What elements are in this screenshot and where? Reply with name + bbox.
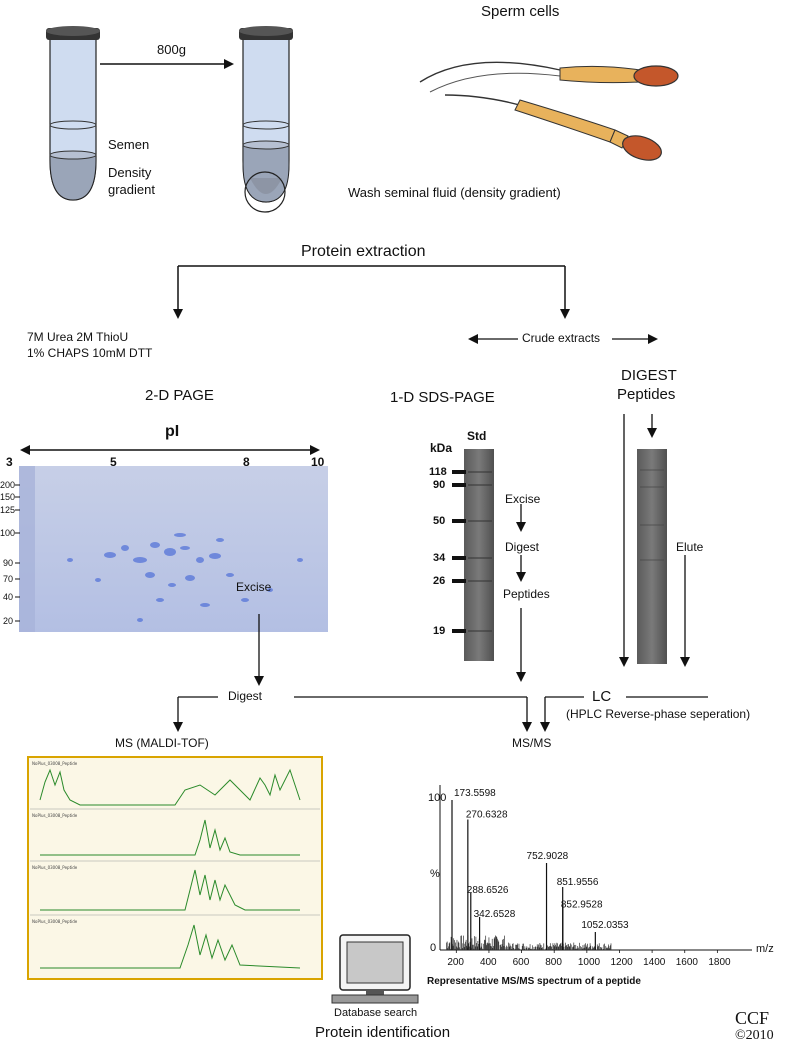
sds-page-title: 1-D SDS-PAGE <box>390 389 495 406</box>
spectrum-x-tick-label: 200 <box>447 957 464 968</box>
spectrum-peak-label: 852.9528 <box>561 900 603 911</box>
tube-before-centrifuge <box>46 26 100 201</box>
svg-text:NoPlus_03008_Peptide: NoPlus_03008_Peptide <box>32 761 78 766</box>
mw-tick-100: 100 <box>0 528 16 538</box>
digest-peptides-title: Peptides <box>617 386 676 403</box>
spectrum-x-tick-label: 1600 <box>676 957 699 968</box>
crude-extracts-label: Crude extracts <box>522 331 601 345</box>
marker-118: 118 <box>429 466 447 478</box>
pi-tick-5: 5 <box>110 455 117 469</box>
maldi-tof-spectra: NoPlus_03008_PeptideNoPlus_03008_Peptide… <box>27 756 323 980</box>
sds-page-gel <box>452 449 526 682</box>
sds-peptides-step: Peptides <box>503 587 550 601</box>
sperm-cells-title: Sperm cells <box>481 3 560 20</box>
mw-tick-150: 150 <box>0 492 16 502</box>
mw-tick-90: 90 <box>3 558 14 568</box>
sds-digest-step: Digest <box>505 540 540 554</box>
semen-label: Semen <box>108 137 150 152</box>
spectrum-x-tick-label: 800 <box>545 957 562 968</box>
protein-extraction-title: Protein extraction <box>301 243 426 260</box>
density-label-1: Density <box>108 165 152 180</box>
spectrum-peak-label: 288.6526 <box>467 885 509 896</box>
maldi-branch-lines <box>173 614 708 732</box>
lc-label: LC <box>592 688 612 705</box>
centrifuge-label: 800g <box>157 42 186 57</box>
pi-tick-8: 8 <box>243 455 250 469</box>
marker-90: 90 <box>433 479 446 491</box>
digest-column <box>619 414 690 667</box>
std-label: Std <box>467 429 487 443</box>
wash-label: Wash seminal fluid (density gradient) <box>348 185 561 200</box>
spectrum-x-tick-label: 600 <box>513 957 530 968</box>
spectrum-peak-label: 851.9556 <box>557 877 599 888</box>
svg-text:NoPlus_03008_Peptide: NoPlus_03008_Peptide <box>32 813 78 818</box>
spectrum-x-tick-label: 1000 <box>578 957 601 968</box>
svg-text:NoPlus_03008_Peptide: NoPlus_03008_Peptide <box>32 865 78 870</box>
mw-tick-200: 200 <box>0 480 16 490</box>
marker-50: 50 <box>433 515 446 527</box>
spectrum-x-tick-label: 1800 <box>708 957 731 968</box>
buffer-line-2: 1% CHAPS 10mM DTT <box>27 346 153 360</box>
protein-identification-label: Protein identification <box>315 1024 451 1041</box>
marker-26: 26 <box>433 575 446 587</box>
mw-tick-125: 125 <box>0 505 16 515</box>
maldi-title: MS (MALDI-TOF) <box>115 736 209 750</box>
sperm-cells-illustration <box>419 61 679 161</box>
pi-tick-10: 10 <box>311 455 325 469</box>
spectrum-peak-label: 342.6528 <box>474 909 516 920</box>
spectrum-y-top: 100 <box>428 792 447 804</box>
spectrum-x-tick-label: 1400 <box>643 957 666 968</box>
spectrum-x-tick-label: 1200 <box>610 957 633 968</box>
elute-label: Elute <box>676 540 704 554</box>
svg-text:NoPlus_03008_Peptide: NoPlus_03008_Peptide <box>32 919 78 924</box>
spectrum-y-unit: % <box>430 868 440 880</box>
spectrum-peak-label: 752.9028 <box>527 851 569 862</box>
tube-after-centrifuge <box>239 26 293 213</box>
marker-19: 19 <box>433 625 446 637</box>
density-label-2: gradient <box>108 182 155 197</box>
database-search-label: Database search <box>334 1007 418 1019</box>
spectrum-caption: Representative MS/MS spectrum of a pepti… <box>427 976 641 987</box>
mw-tick-20: 20 <box>3 616 14 626</box>
kda-label: kDa <box>430 441 453 455</box>
pellet-circle <box>244 171 286 213</box>
2d-gel <box>15 445 328 632</box>
buffer-line-1: 7M Urea 2M ThioU <box>27 330 129 344</box>
mw-tick-70: 70 <box>3 574 14 584</box>
spectrum-x-unit: m/z <box>756 943 774 955</box>
pi-label: pI <box>165 423 180 440</box>
2d-excise-label: Excise <box>236 580 272 594</box>
2d-page-title: 2-D PAGE <box>145 387 214 404</box>
lc-subtitle: (HPLC Reverse-phase seperation) <box>566 707 751 721</box>
msms-spectrum: 173.5598 270.6328 288.6526 342.6528 752.9028… <box>439 785 752 968</box>
pi-tick-3: 3 <box>6 455 13 469</box>
spectrum-x-tick-label: 400 <box>480 957 497 968</box>
copyright-label: ©2010 <box>735 1028 774 1043</box>
computer-icon <box>331 934 419 1004</box>
msms-title: MS/MS <box>512 736 552 750</box>
mw-tick-40: 40 <box>3 592 14 602</box>
ccf-logo: CCF <box>735 1008 770 1028</box>
marker-34: 34 <box>433 552 446 564</box>
spectrum-peak-label: 173.5598 <box>454 788 496 799</box>
digest-label: Digest <box>228 689 263 703</box>
spectrum-y-zero: 0 <box>430 942 437 954</box>
spectrum-peak-label: 270.6328 <box>466 810 508 821</box>
sds-excise-step: Excise <box>505 492 541 506</box>
digest-title: DIGEST <box>621 367 677 384</box>
spectrum-peak-label: 1052.0353 <box>581 920 629 931</box>
extraction-branch-lines <box>173 265 658 344</box>
